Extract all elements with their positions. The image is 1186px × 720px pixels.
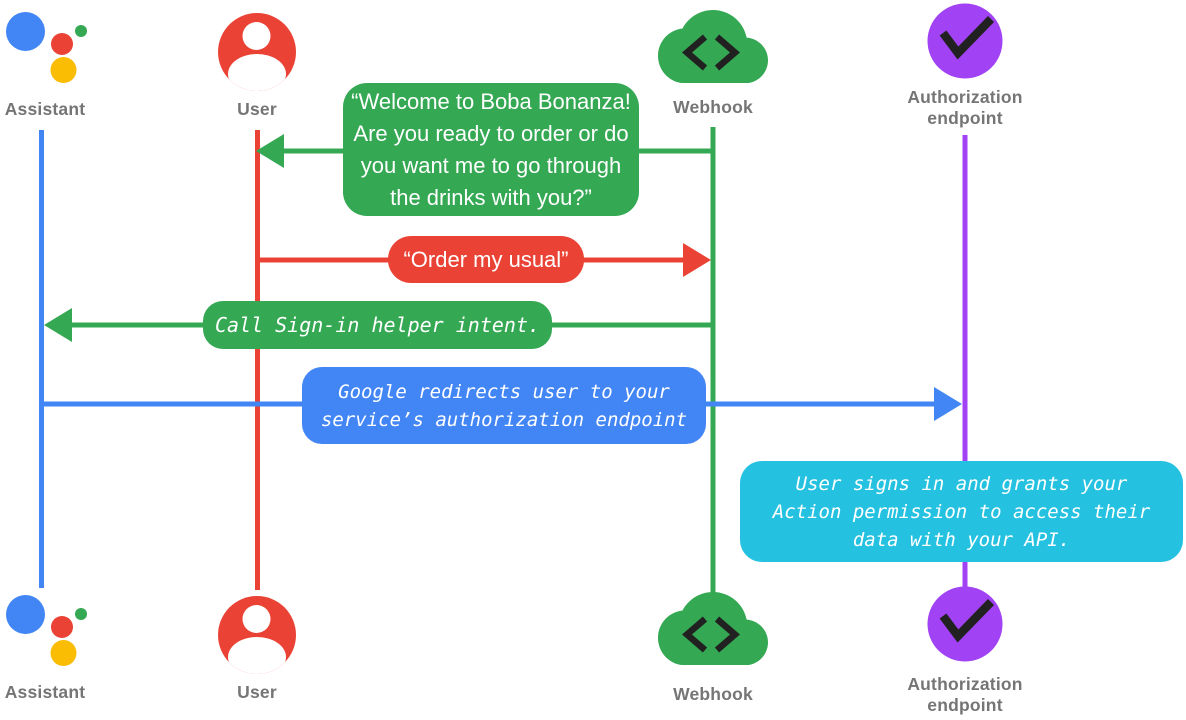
assistant-icon <box>6 12 87 83</box>
webhook-icon <box>658 592 768 665</box>
user-label-bottom: User <box>237 682 277 702</box>
signin-arrowhead-icon <box>44 308 72 342</box>
assistant-icon <box>6 595 87 666</box>
user-icon <box>218 13 296 91</box>
assistant-label-bottom: Assistant <box>4 682 86 702</box>
authorization-endpoint-icon <box>927 586 1003 662</box>
webhook-label-bottom: Webhook <box>673 684 753 704</box>
webhook-icon <box>658 10 768 83</box>
welcome-arrowhead-icon <box>256 134 284 168</box>
order-message-bubble: “Order my usual” <box>388 236 584 283</box>
order-arrowhead-icon <box>683 243 711 277</box>
welcome-message-bubble: “Welcome to Boba Bonanza! Are you ready … <box>343 83 639 216</box>
signin-note-bubble: User signs in and grants your Action per… <box>740 461 1183 562</box>
user-label-top: User <box>237 99 277 119</box>
redirect-arrowhead-icon <box>934 387 962 421</box>
auth-endpoint-label-top: Authorization endpoint <box>907 87 1023 128</box>
authorization-endpoint-icon <box>927 3 1003 79</box>
assistant-label-top: Assistant <box>4 99 86 119</box>
user-icon <box>218 596 296 674</box>
webhook-label-top: Webhook <box>673 97 753 117</box>
auth-endpoint-label-bottom: Authorization endpoint <box>907 674 1023 715</box>
redirect-message-bubble: Google redirects user to your service’s … <box>302 367 706 444</box>
signin-helper-bubble: Call Sign-in helper intent. <box>203 301 552 349</box>
